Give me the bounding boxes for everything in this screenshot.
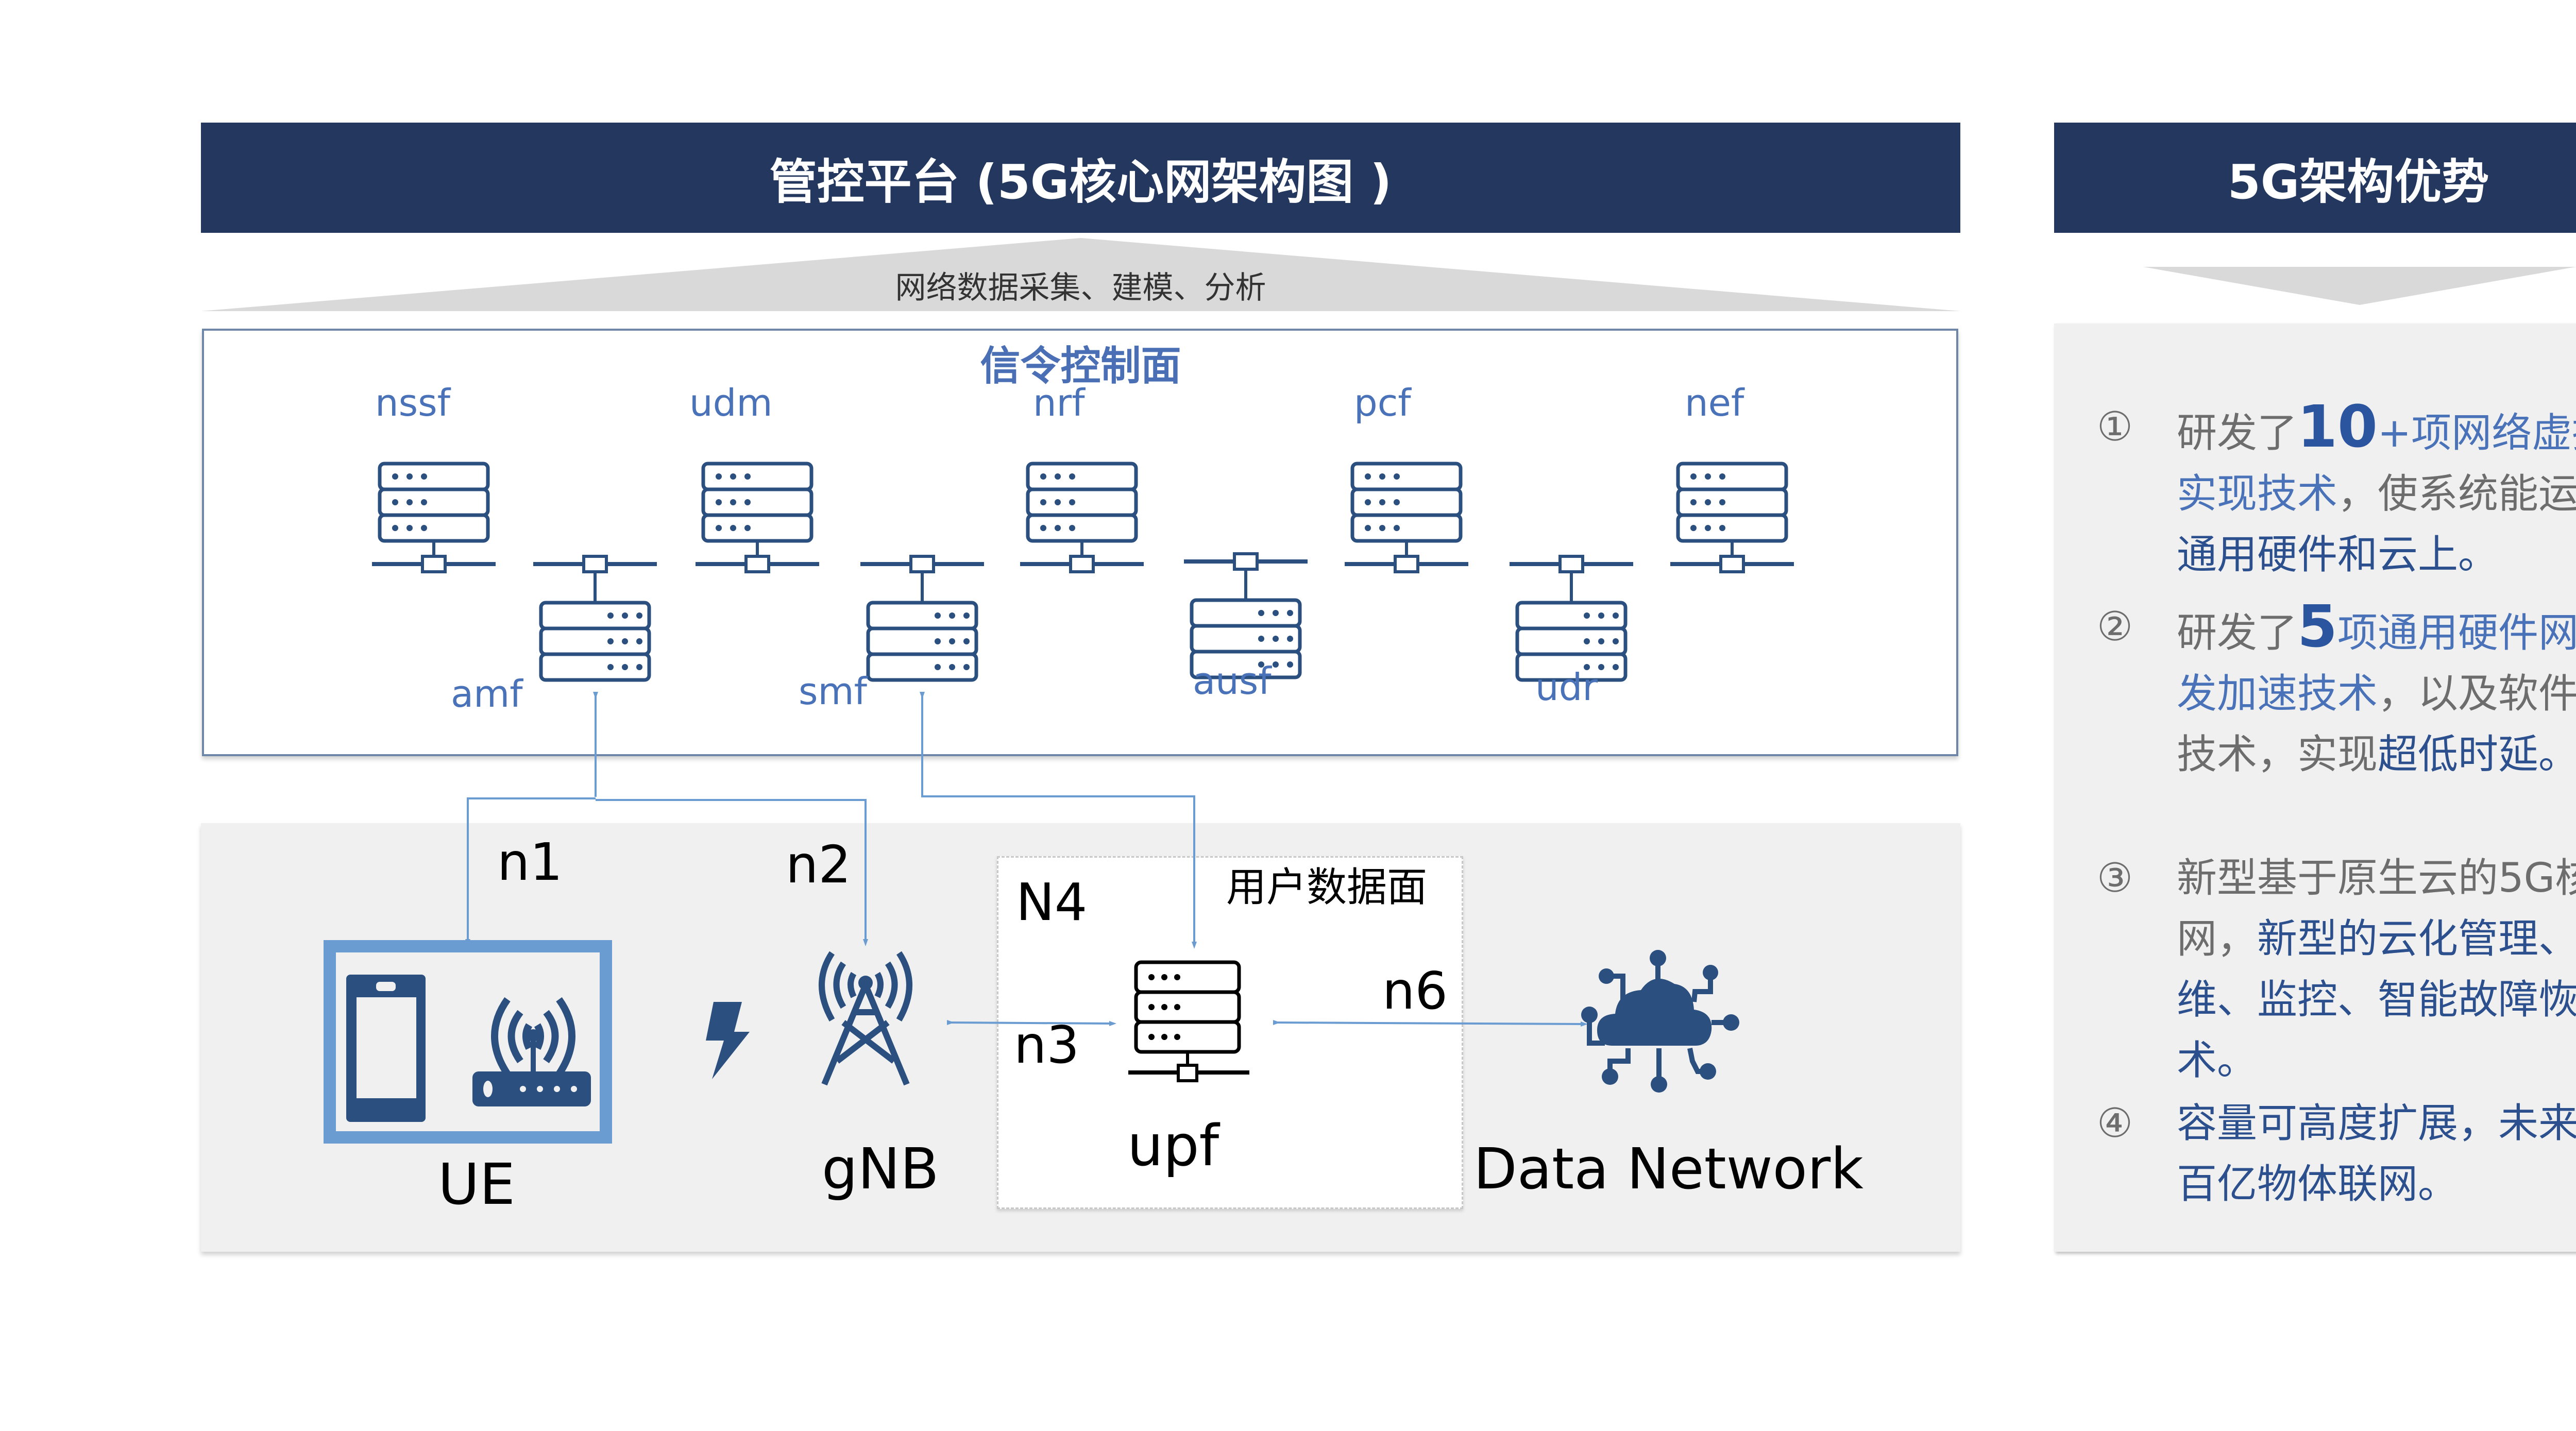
text-segment: 研发了 — [2177, 610, 2298, 656]
interface-label-n4: N4 — [1016, 872, 1088, 932]
data-collection-banner — [201, 238, 1960, 311]
upf-label: upf — [1127, 1113, 1219, 1179]
nf-label-udm: udm — [689, 381, 773, 424]
item-number: ④ — [2097, 1100, 2133, 1147]
text-segment: 容量可高度扩展，未来支持百亿物体联网。 — [2177, 1100, 2576, 1207]
nf-label-ausf: ausf — [1193, 659, 1272, 703]
text-segment: +项网络虚拟化实现技术 — [2177, 410, 2576, 517]
text-segment: 新型基于原生云的5G核心网， — [2177, 855, 2576, 962]
advantages-title: 5G架构优势 — [2227, 154, 2489, 210]
wireless-signal-icon — [706, 1002, 750, 1079]
core-network-title: 管控平台 (5G核心网架构图 ) — [769, 154, 1392, 210]
data-network-label: Data Network — [1473, 1136, 1863, 1202]
item-text: 研发了10+项网络虚拟化实现技术，使系统能运行到通用硬件和云上。 — [2177, 397, 2576, 585]
item-number: ③ — [2097, 855, 2133, 901]
item-text: 研发了5项通用硬件网络转发加速技术，以及软件加速技术，实现超低时延。 — [2177, 597, 2576, 785]
text-segment: 新型的云化管理、运维、监控、智能故障恢复技术。 — [2177, 916, 2576, 1084]
down-chevron — [2143, 267, 2576, 305]
smartphone-icon — [346, 975, 426, 1122]
item-number: ② — [2097, 604, 2133, 650]
banner-label: 网络数据采集、建模、分析 — [895, 270, 1266, 306]
item-number: ① — [2097, 404, 2133, 450]
cell-tower-icon — [819, 951, 912, 1086]
cloud-network-icon — [1581, 950, 1739, 1093]
text-segment: ，以及软件加速技术，实现 — [2177, 671, 2576, 778]
upf-server-icon — [1128, 960, 1249, 1082]
nf-label-pcf: pcf — [1354, 381, 1411, 424]
text-segment: 通用硬件和云上。 — [2177, 532, 2499, 578]
interface-label-n2: n2 — [786, 834, 852, 895]
gnb-label: gNB — [822, 1136, 939, 1202]
control-plane-title: 信令控制面 — [980, 343, 1181, 389]
item-text: 新型基于原生云的5G核心网，新型的云化管理、运维、监控、智能故障恢复技术。 — [2177, 848, 2576, 1091]
nf-label-smf: smf — [799, 670, 867, 713]
nf-label-amf: amf — [451, 672, 523, 716]
nf-label-nef: nef — [1685, 381, 1744, 424]
user-plane-title: 用户数据面 — [1226, 864, 1428, 911]
interface-label-n6: n6 — [1382, 961, 1448, 1021]
nf-label-nrf: nrf — [1033, 381, 1085, 424]
advantages-header: 5G架构优势 — [2054, 123, 2576, 233]
text-segment: 超低时延。 — [2378, 731, 2576, 778]
item-text: 容量可高度扩展，未来支持百亿物体联网。 — [2177, 1093, 2576, 1215]
highlight-number: 10 — [2297, 394, 2378, 461]
interface-label-n1: n1 — [497, 832, 563, 892]
nf-label-nssf: nssf — [375, 381, 451, 424]
nf-label-udr: udr — [1535, 666, 1598, 709]
text-segment: 项通用硬件网络转发加速技术 — [2177, 610, 2576, 717]
highlight-number: 5 — [2297, 593, 2337, 660]
ue-label: UE — [438, 1151, 516, 1217]
advantages-panel — [2054, 323, 2576, 1252]
text-segment: ，使系统能运行到 — [2337, 471, 2576, 517]
wifi-router-icon — [472, 997, 591, 1106]
text-segment: 研发了 — [2177, 410, 2298, 456]
core-network-header: 管控平台 (5G核心网架构图 ) — [201, 123, 1960, 233]
interface-label-n3: n3 — [1014, 1015, 1080, 1075]
